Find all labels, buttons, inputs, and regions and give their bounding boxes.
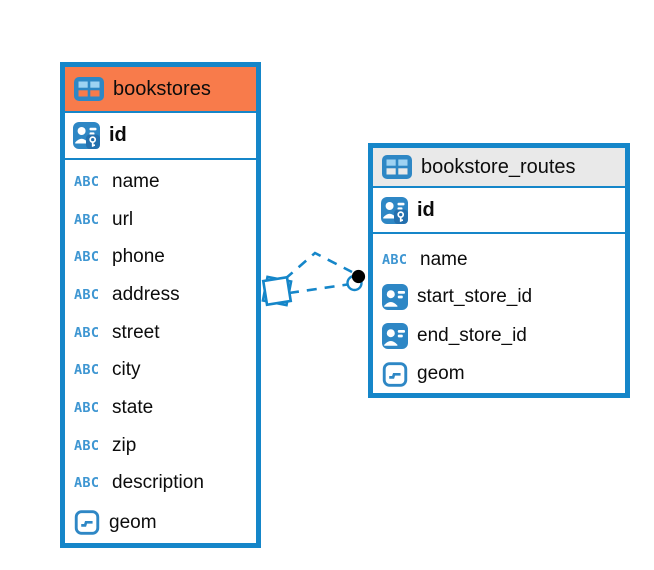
table-icon [382,155,412,179]
field-row[interactable]: ABC name [65,163,256,201]
table-header[interactable]: bookstore_routes [373,148,625,188]
table-bookstores[interactable]: bookstores id ABC name ABC url ABC phone… [60,62,261,548]
table-title: bookstore_routes [421,155,576,178]
field-name: street [112,321,160,343]
field-name: phone [112,246,165,268]
field-row[interactable]: ABC city [65,352,256,390]
primary-key-row[interactable]: id [373,188,625,234]
field-name: url [112,208,134,230]
text-type-icon: ABC [382,251,408,268]
text-type-icon: ABC [74,475,100,492]
field-name: description [112,472,204,494]
primary-key-row[interactable]: id [65,113,256,160]
text-type-icon: ABC [74,437,100,454]
field-name: zip [112,434,137,456]
relationship-line-end-store[interactable] [288,282,352,295]
field-list: ABC name ABC url ABC phone ABC address A… [65,160,256,543]
table-title: bookstores [113,77,211,100]
field-name: geom [109,511,157,533]
field-row[interactable]: ABC url [65,201,256,239]
text-type-icon: ABC [74,211,100,228]
reference-type-icon [382,323,408,349]
field-name: end_store_id [417,324,527,346]
field-name: geom [417,363,465,384]
field-name: id [109,124,127,146]
field-name: id [417,198,435,221]
table-icon [74,77,104,101]
text-type-icon: ABC [74,362,100,379]
text-type-icon: ABC [74,286,100,303]
one-side-dot-connector[interactable] [346,269,366,292]
relationship-line-start-store[interactable] [284,251,353,280]
text-type-icon: ABC [74,400,100,417]
field-row[interactable]: ABC street [65,314,256,352]
geometry-type-icon [74,510,100,535]
field-list: ABC name start_store_id end_store_id geo… [373,234,625,393]
field-row[interactable]: start_store_id [373,277,625,316]
table-bookstore-routes[interactable]: bookstore_routes id ABC name start_store… [368,143,630,398]
field-row[interactable]: ABC zip [65,427,256,465]
field-name: city [112,359,141,381]
field-name: start_store_id [417,285,533,307]
field-row[interactable]: ABC address [65,276,256,314]
many-side-square-connector[interactable] [261,275,293,307]
field-row[interactable]: ABC phone [65,238,256,276]
field-name: name [112,170,160,192]
field-row[interactable]: geom [65,502,256,543]
text-type-icon: ABC [74,173,100,190]
text-type-icon: ABC [74,249,100,266]
field-row[interactable]: ABC description [65,465,256,503]
field-row[interactable]: ABC state [65,389,256,427]
table-header[interactable]: bookstores [65,67,256,113]
reference-type-icon [382,284,408,310]
field-name: address [112,283,180,305]
text-type-icon: ABC [74,324,100,341]
field-row[interactable]: end_store_id [373,316,625,355]
field-row[interactable]: geom [373,355,625,393]
field-name: name [420,248,468,270]
geometry-type-icon [382,362,408,387]
primary-key-icon [73,122,100,149]
field-row[interactable]: ABC name [373,242,625,277]
field-name: state [112,397,154,419]
primary-key-icon [381,197,408,224]
